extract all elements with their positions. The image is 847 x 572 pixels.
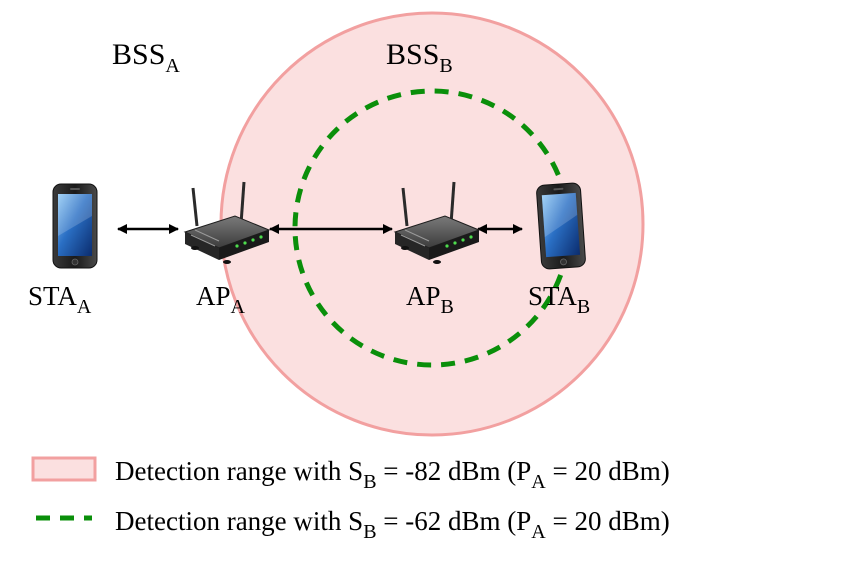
smartphone-icon [52,183,98,269]
sta-b-label: STAB [528,281,590,318]
legend-label-62dbm: Detection range with SB = -62 dBm (PA = … [115,506,670,543]
legend-swatch-82dbm [31,456,97,482]
ap-b-label: APB [406,281,454,318]
smartphone-icon [535,182,587,270]
legend-label-82dbm: Detection range with SB = -82 dBm (PA = … [115,456,670,493]
legend: Detection range with SB = -82 dBm (PA = … [31,456,670,543]
bss-b-label: BSSB [386,38,453,77]
sta-a-label: STAA [28,281,92,318]
ap-a-label: APA [196,281,246,318]
bss-a-label: BSSA [112,38,180,77]
